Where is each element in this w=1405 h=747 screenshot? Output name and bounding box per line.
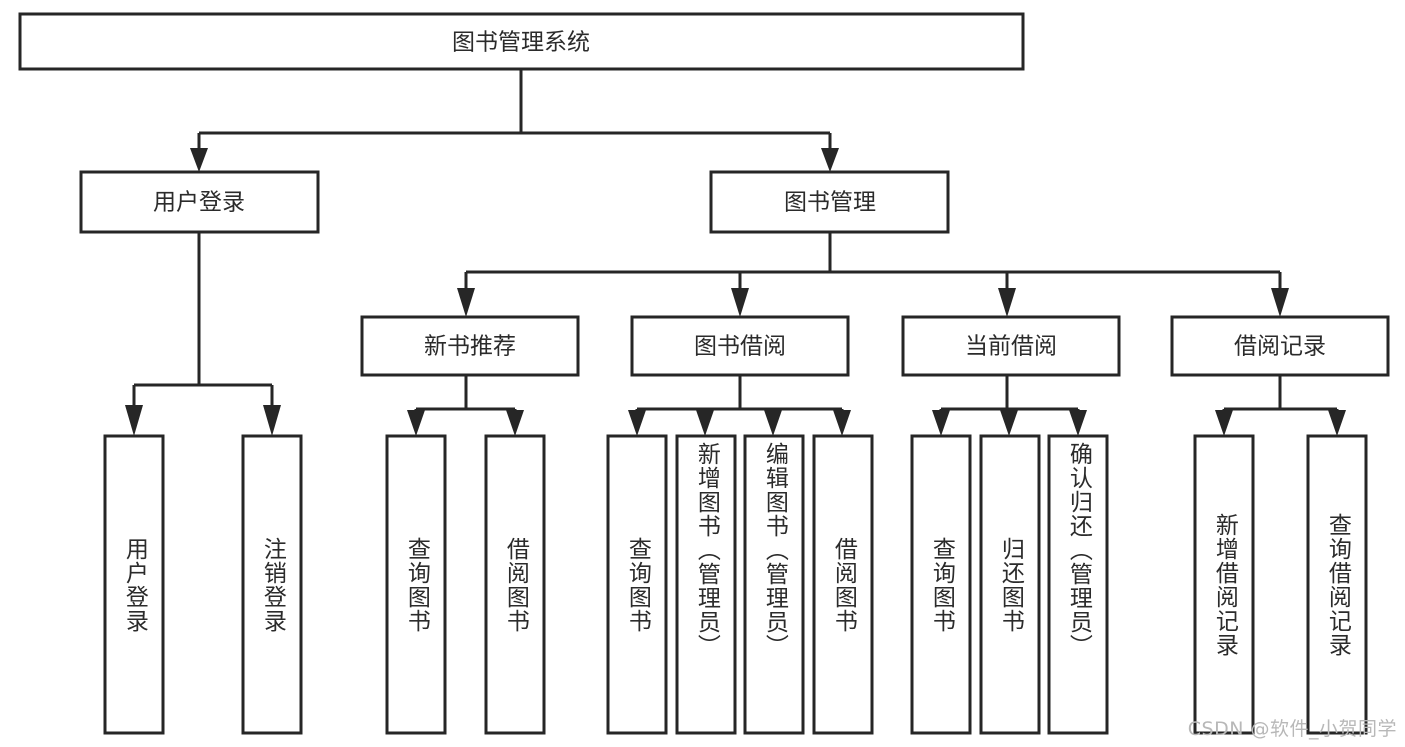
leaf-record-add-box[interactable] (1193, 434, 1255, 735)
node-borrow-record-label: 借阅记录 (1234, 334, 1326, 360)
arrow-leaf-borrow-query (628, 410, 646, 436)
node-borrow-record[interactable]: 借阅记录 (1170, 315, 1390, 377)
arrow-to-book-management (821, 148, 839, 172)
leaf-logout-box[interactable] (241, 434, 303, 735)
arrow-to-book-borrow (731, 288, 749, 317)
node-book-borrow-box (630, 315, 850, 377)
arrow-leaf-record-add (1215, 410, 1233, 436)
arrow-leaf-borrow-add (696, 410, 714, 436)
node-book-borrow-label: 图书借阅 (694, 334, 786, 360)
leaf-borrow-lend-box[interactable] (812, 434, 874, 735)
arrow-leaf-current-confirm (1069, 410, 1087, 436)
node-new-book-recommend-box (360, 315, 580, 377)
arrow-leaf-borrow-lend (833, 410, 851, 436)
node-book-management-box (709, 170, 950, 234)
node-root-system[interactable]: 图书管理系统 (18, 12, 1025, 71)
leaf-current-confirm-box[interactable] (1047, 434, 1109, 735)
node-book-management-label: 图书管理 (784, 190, 876, 216)
arrow-to-user-login (190, 148, 208, 172)
leaf-user-login-box[interactable] (103, 434, 165, 735)
node-current-borrow-box (901, 315, 1121, 377)
arrow-leaf-user-login (125, 405, 143, 436)
arrow-leaf-record-query (1328, 410, 1346, 436)
node-book-borrow[interactable]: 图书借阅 (630, 315, 850, 377)
node-user-login-label: 用户登录 (153, 190, 245, 216)
leaf-record-query-box[interactable] (1306, 434, 1368, 735)
arrow-to-borrow-record (1271, 288, 1289, 317)
connector-layer (125, 69, 1346, 436)
node-new-book-recommend[interactable]: 新书推荐 (360, 315, 580, 377)
arrow-leaf-current-return (1000, 410, 1018, 436)
csdn-watermark: CSDN @软件_小贺同学 (1187, 718, 1397, 740)
arrow-to-new-book-rec (457, 288, 475, 317)
node-root-system-box (18, 12, 1025, 71)
arrow-leaf-borrow-edit (764, 410, 782, 436)
leaf-borrow-edit-box[interactable] (743, 434, 805, 735)
node-current-borrow-label: 当前借阅 (965, 334, 1057, 360)
leaf-current-return-box[interactable] (979, 434, 1041, 735)
node-root-system-label: 图书管理系统 (452, 30, 590, 56)
arrow-to-current-borrow (998, 288, 1016, 317)
leaf-current-query-box[interactable] (910, 434, 972, 735)
arrow-leaf-newbook-query (407, 410, 425, 436)
node-borrow-record-box (1170, 315, 1390, 377)
leaf-newbook-query-box[interactable] (385, 434, 447, 735)
arrow-leaf-logout (263, 405, 281, 436)
leaf-newbook-borrow-box[interactable] (484, 434, 546, 735)
node-book-management[interactable]: 图书管理 (709, 170, 950, 234)
node-new-book-recommend-label: 新书推荐 (424, 334, 516, 360)
arrow-leaf-newbook-borrow (506, 410, 524, 436)
leaf-borrow-query-box[interactable] (606, 434, 668, 735)
arrow-leaf-current-query (932, 410, 950, 436)
leaf-borrow-add-box[interactable] (675, 434, 737, 735)
node-user-login[interactable]: 用户登录 (79, 170, 320, 234)
node-user-login-box (79, 170, 320, 234)
node-current-borrow[interactable]: 当前借阅 (901, 315, 1121, 377)
